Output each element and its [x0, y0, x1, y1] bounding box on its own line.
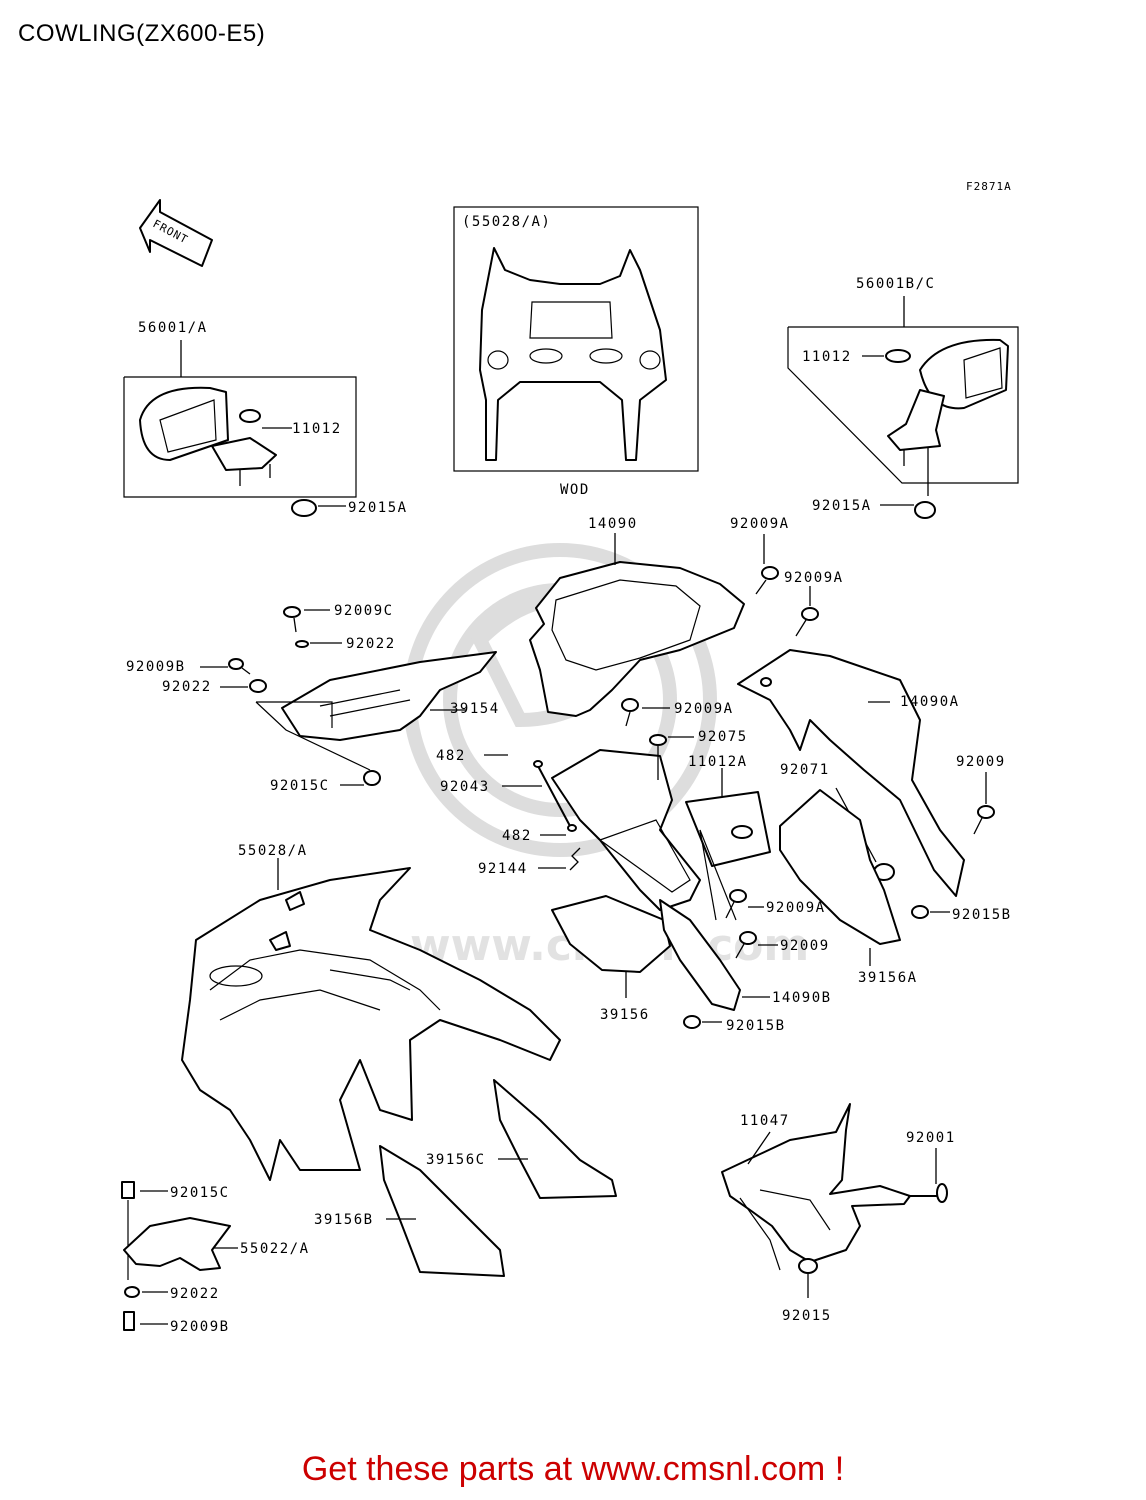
right-mirror-group: [787, 296, 1019, 519]
washer-92022-1: [295, 640, 309, 648]
label-92009b-2: 92009B: [170, 1319, 230, 1335]
lid-11012a: [685, 768, 771, 921]
label-55028a: 55028/A: [238, 843, 308, 859]
label-92015c-1: 92015C: [270, 778, 330, 794]
upper-cowling-55028a: [181, 858, 561, 1181]
inset-cowling-box: [453, 206, 699, 472]
label-56001a: 56001/A: [138, 320, 208, 336]
label-92015b-2: 92015B: [726, 1018, 786, 1034]
label-11047: 11047: [740, 1113, 790, 1129]
side-cowl-39156b: [379, 1145, 505, 1277]
label-92144: 92144: [478, 861, 528, 877]
label-14090b: 14090B: [772, 990, 832, 1006]
label-92043: 92043: [440, 779, 490, 795]
label-92001: 92001: [906, 1130, 956, 1146]
bracket-55022a: [123, 1217, 238, 1271]
label-92009b-1: 92009B: [126, 659, 186, 675]
label-39156: 39156: [600, 1007, 650, 1023]
label-92009c: 92009C: [334, 603, 394, 619]
label-92022-3: 92022: [170, 1286, 220, 1302]
nut-92015c-1: [363, 770, 381, 786]
footer-promo-text[interactable]: Get these parts at www.cmsnl.com !: [301, 1450, 845, 1488]
rod-92043: [533, 760, 577, 832]
inset-label: (55028/A): [462, 214, 551, 230]
label-92009a-4: 92009A: [766, 900, 826, 916]
bolt-92009-2: [735, 931, 757, 959]
label-39156b: 39156B: [314, 1212, 374, 1228]
label-11012-right: 11012: [802, 349, 852, 365]
screw-92009c: [283, 606, 301, 633]
label-92015: 92015: [782, 1308, 832, 1324]
label-92015a-left: 92015A: [348, 500, 408, 516]
bolt-92009a-1: [755, 566, 779, 595]
bolt-92009-1: [973, 805, 995, 835]
label-92015a-right: 92015A: [812, 498, 872, 514]
label-39156c: 39156C: [426, 1152, 486, 1168]
label-92075: 92075: [698, 729, 748, 745]
bolt-92009a-2: [795, 607, 819, 637]
label-92022-1: 92022: [346, 636, 396, 652]
stay-bracket-11047: [721, 1103, 948, 1298]
inset-sublabel: WOD: [560, 482, 590, 498]
label-482-1: 482: [436, 748, 466, 764]
label-14090a: 14090A: [900, 694, 960, 710]
label-92009a-2: 92009A: [784, 570, 844, 586]
label-11012a: 11012A: [688, 754, 748, 770]
side-panel-14090a: [737, 649, 965, 897]
label-39154: 39154: [450, 701, 500, 717]
label-92009a-1: 92009A: [730, 516, 790, 532]
nut-92015b-1: [911, 905, 929, 919]
cover-14090b: [659, 899, 741, 1011]
nut-92015b-2: [683, 1015, 701, 1029]
label-92009-2: 92009: [780, 938, 830, 954]
label-92022-2: 92022: [162, 679, 212, 695]
label-14090: 14090: [588, 516, 638, 532]
label-56001bc: 56001B/C: [856, 276, 935, 292]
label-92015c-2: 92015C: [170, 1185, 230, 1201]
label-55022a: 55022/A: [240, 1241, 310, 1257]
left-mirror-group: [123, 340, 357, 517]
front-arrow-icon: FRONT: [139, 199, 213, 267]
label-92015b-1: 92015B: [952, 907, 1012, 923]
spring-92144: [569, 847, 581, 871]
screw-92009b-2: [123, 1311, 135, 1331]
washer-92022-2: [249, 679, 267, 693]
side-cowl-39156c: [493, 1079, 617, 1199]
inner-panel-39156a: [779, 789, 901, 966]
washer-92022-3: [124, 1286, 140, 1298]
panel-39156: [551, 895, 671, 998]
pin-92075: [649, 734, 667, 780]
bolt-92009a-4: [725, 889, 747, 919]
label-39156a: 39156A: [858, 970, 918, 986]
screw-92009b-1: [228, 658, 251, 675]
inner-panel-center: [551, 749, 701, 911]
nut-92015c-2: [121, 1181, 135, 1199]
bolt-92009a-3: [621, 698, 639, 727]
label-92071: 92071: [780, 762, 830, 778]
label-92009-1: 92009: [956, 754, 1006, 770]
page-title: COWLING(ZX600-E5): [18, 20, 266, 47]
meter-cover-14090: [529, 533, 745, 717]
label-482-2: 482: [502, 828, 532, 844]
ref-code: F2871A: [966, 180, 1012, 193]
windshield-39154: [281, 651, 497, 741]
label-11012-left: 11012: [292, 421, 342, 437]
label-92009a-3: 92009A: [674, 701, 734, 717]
